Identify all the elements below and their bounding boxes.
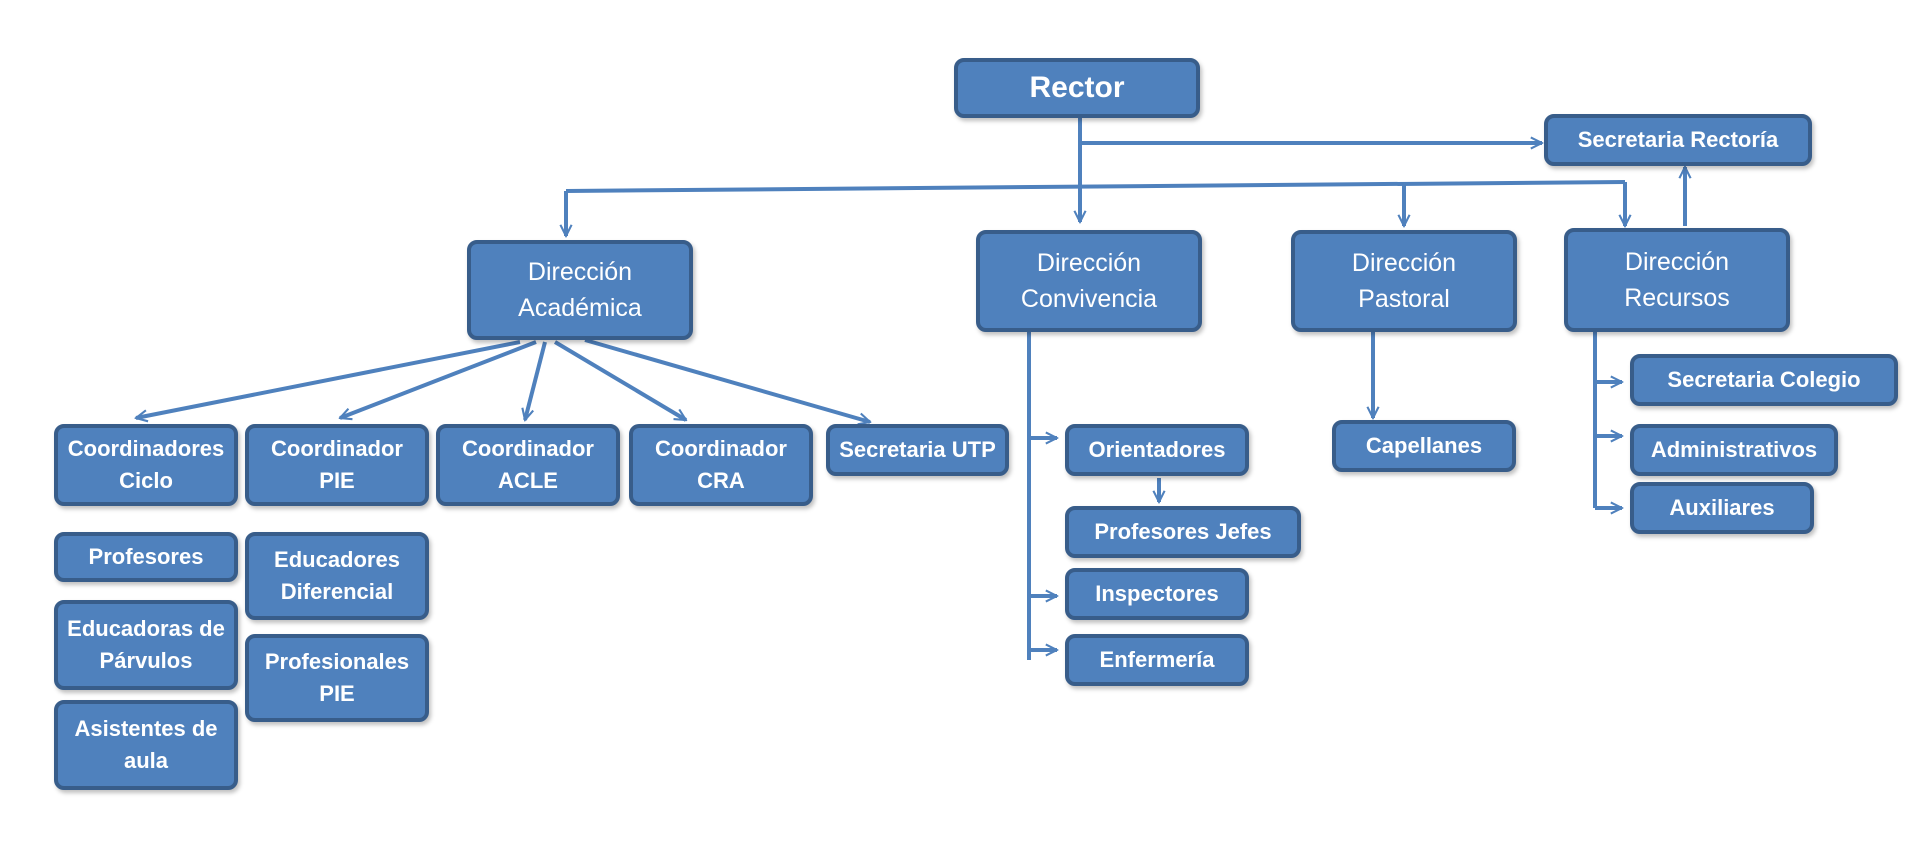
rector-box: Rector [954,58,1200,118]
connector-academica-ciclo [136,340,521,418]
administrativos-label: Administrativos [1650,437,1818,463]
secretaria-utp-label: Secretaria UTP [839,437,996,463]
rector-label: Rector [1029,71,1125,105]
direccion-academica-line1: Dirección [527,257,633,286]
educadores-diferencial-line2: Diferencial [280,579,394,604]
educadoras-parvulos-line2: Párvulos [99,648,193,673]
coordinadores-ciclo-box: Coordinadores Ciclo [54,424,238,506]
asistentes-aula-line2: aula [123,748,169,773]
profesores-label: Profesores [88,544,204,570]
profesores-box: Profesores [54,532,238,582]
direccion-pastoral-box: Dirección Pastoral [1291,230,1517,332]
direccion-pastoral-line2: Pastoral [1358,285,1450,313]
coordinador-cra-line1: Coordinador [655,436,787,462]
secretaria-colegio-label: Secretaria Colegio [1667,367,1861,393]
connector-academica-utp [584,338,870,422]
orientadores-label: Orientadores [1088,437,1226,463]
coordinador-acle-line2: ACLE [498,468,558,493]
coordinador-cra-line2: CRA [697,468,745,493]
coordinador-acle-line1: Coordinador [462,436,594,462]
asistentes-aula-line1: Asistentes de [74,716,218,742]
connector-academica-cra [553,340,686,422]
direccion-recursos-line2: Recursos [1624,284,1730,312]
direccion-pastoral-line1: Dirección [1351,248,1457,277]
coordinador-pie-line1: Coordinador [271,436,403,462]
profesionales-pie-line2: PIE [319,681,355,706]
coordinador-pie-box: Coordinador PIE [245,424,429,506]
coordinador-acle-box: Coordinador ACLE [436,424,620,506]
profesores-jefes-label: Profesores Jefes [1094,519,1272,545]
capellanes-label: Capellanes [1365,433,1483,459]
enfermeria-box: Enfermería [1065,634,1249,686]
direccion-recursos-line1: Dirección [1624,247,1730,276]
direccion-recursos-box: Dirección Recursos [1564,228,1790,332]
secretaria-rectoria-box: Secretaria Rectoría [1544,114,1812,166]
direccion-academica-line2: Académica [518,294,642,322]
secretaria-colegio-box: Secretaria Colegio [1630,354,1898,406]
coordinador-pie-line2: PIE [319,468,355,493]
connector-direcciones-bus [565,180,1626,193]
direccion-academica-box: Dirección Académica [467,240,693,340]
profesores-jefes-box: Profesores Jefes [1065,506,1301,558]
educadores-diferencial-line1: Educadores [274,547,400,573]
asistentes-aula-box: Asistentes de aula [54,700,238,790]
connector-academica-pie [340,340,537,418]
orientadores-box: Orientadores [1065,424,1249,476]
connector-academica-acle [525,341,547,420]
direccion-convivencia-box: Dirección Convivencia [976,230,1202,332]
auxiliares-box: Auxiliares [1630,482,1814,534]
auxiliares-label: Auxiliares [1669,495,1775,521]
administrativos-box: Administrativos [1630,424,1838,476]
profesionales-pie-box: Profesionales PIE [245,634,429,722]
coordinadores-ciclo-line2: Ciclo [119,468,173,493]
direccion-convivencia-line1: Dirección [1036,248,1142,277]
secretaria-rectoria-label: Secretaria Rectoría [1577,127,1779,153]
inspectores-box: Inspectores [1065,568,1249,620]
inspectores-label: Inspectores [1095,581,1219,607]
educadoras-parvulos-box: Educadoras de Párvulos [54,600,238,690]
educadoras-parvulos-line1: Educadoras de [67,616,225,642]
secretaria-utp-box: Secretaria UTP [826,424,1009,476]
coordinador-cra-box: Coordinador CRA [629,424,813,506]
profesionales-pie-line1: Profesionales [264,649,410,675]
educadores-diferencial-box: Educadores Diferencial [245,532,429,620]
coordinadores-ciclo-line1: Coordinadores [67,436,225,462]
enfermeria-label: Enfermería [1099,647,1215,673]
direccion-convivencia-line2: Convivencia [1020,285,1158,313]
capellanes-box: Capellanes [1332,420,1516,472]
